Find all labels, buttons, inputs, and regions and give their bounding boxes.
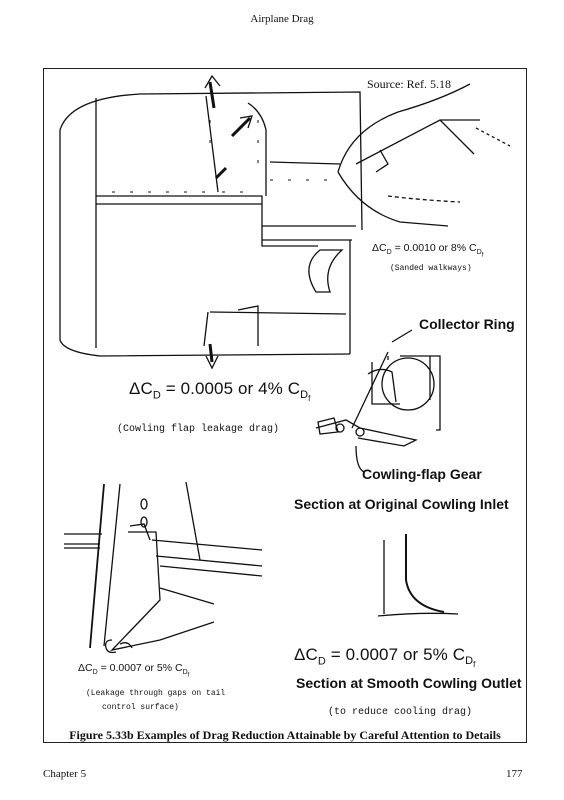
cowling-flap-gear-label: Cowling-flap Gear (362, 466, 482, 482)
page-header: Airplane Drag (250, 13, 314, 25)
outlet-illustration (377, 534, 459, 617)
section-outlet-heading: Section at Smooth Cowling Outlet (296, 675, 522, 691)
cowling-illustration (59, 74, 363, 370)
cowling-drag-label: ΔCD = 0.0005 or 4% CDf (129, 379, 311, 404)
walkway-drag-label: ΔCD = 0.0010 or 8% CDf (372, 242, 484, 259)
outlet-note: (to reduce cooling drag) (328, 707, 473, 718)
figure-caption: Figure 5.33b Examples of Drag Reduction … (69, 728, 501, 742)
source-note: Source: Ref. 5.18 (367, 77, 451, 91)
outlet-drag-label: ΔCD = 0.0007 or 5% CDf (294, 645, 476, 670)
tail-drag-label: ΔCD = 0.0007 or 5% CDf (78, 662, 190, 679)
collector-ring-illustration (315, 329, 441, 473)
collector-ring-label: Collector Ring (419, 316, 515, 332)
footer-chapter: Chapter 5 (43, 768, 87, 780)
walkway-note: (Sanded walkways) (390, 264, 472, 273)
tail-illustration (64, 481, 263, 654)
tail-note-line2: control surface) (102, 703, 179, 712)
cowling-note: (Cowling flap leakage drag) (117, 424, 280, 435)
page-number: 177 (506, 768, 523, 780)
figure-frame (43, 68, 527, 743)
tail-note-line1: (Leakage through gaps on tail (86, 689, 226, 698)
walkway-illustration (337, 83, 511, 227)
section-inlet-heading: Section at Original Cowling Inlet (294, 496, 509, 512)
